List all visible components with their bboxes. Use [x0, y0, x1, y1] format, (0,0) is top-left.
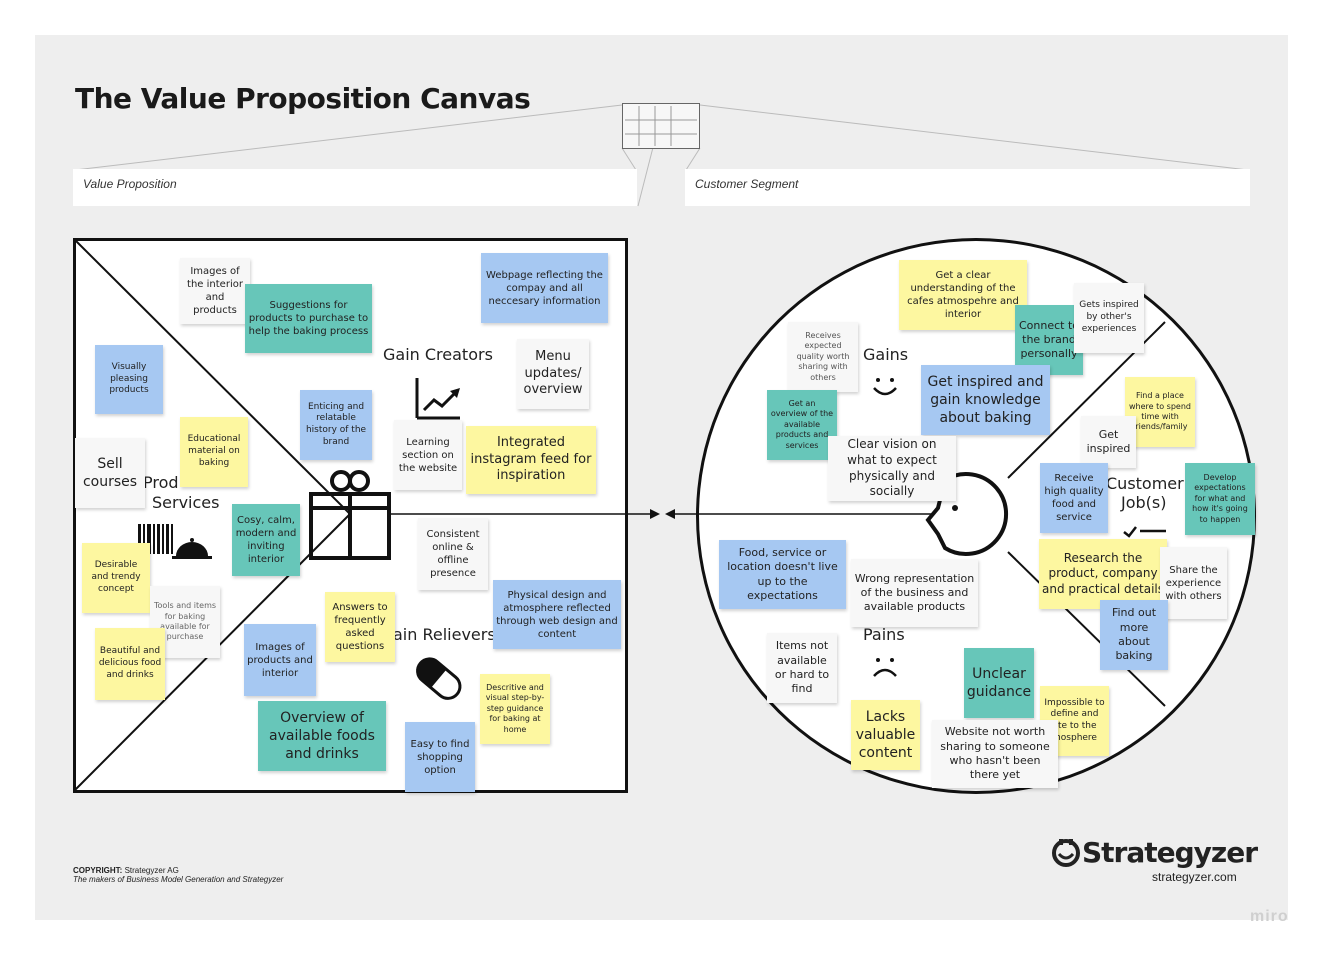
sticky-note[interactable]: Beautiful and delicious food and drinks: [95, 628, 165, 700]
sticky-note[interactable]: Desirable and trendy concept: [82, 543, 150, 613]
sticky-note[interactable]: Suggestions for products to purchase to …: [245, 284, 372, 353]
value-proposition-label: Value Proposition: [83, 177, 177, 191]
sticky-note[interactable]: Easy to find shopping option: [405, 722, 475, 792]
copyright-owner: Strategyzer AG: [124, 866, 179, 875]
sticky-note[interactable]: Visually pleasing products: [95, 345, 163, 414]
sticky-note[interactable]: Get a clear understanding of the cafes a…: [899, 260, 1027, 330]
sticky-note[interactable]: Educational material on baking: [180, 417, 248, 487]
sticky-note[interactable]: Images of the interior and products: [180, 258, 250, 324]
sticky-note[interactable]: Website not worth sharing to someone who…: [932, 720, 1058, 788]
products-services-label-line2: Services: [152, 493, 220, 512]
copyright-tagline: The makers of Business Model Generation …: [73, 875, 284, 884]
sticky-note[interactable]: Sell courses: [75, 438, 145, 508]
sticky-note[interactable]: Wrong representation of the business and…: [851, 559, 978, 627]
sticky-note[interactable]: Share the experience with others: [1160, 547, 1227, 619]
sticky-note[interactable]: Connect to the brand personally: [1015, 305, 1083, 375]
gain-creators-label: Gain Creators: [383, 345, 493, 364]
sticky-note[interactable]: Menu updates/ overview: [517, 339, 589, 409]
customer-segment-label: Customer Segment: [695, 177, 799, 191]
sticky-note[interactable]: Find a place where to spend time with fr…: [1125, 377, 1195, 447]
customer-jobs-label-line2: Job(s): [1121, 493, 1167, 512]
sticky-note[interactable]: Unclear guidance: [964, 648, 1034, 718]
customer-segment-label-box: Customer Segment: [685, 169, 1250, 206]
thumbnail-sketch: [625, 106, 697, 146]
miro-watermark: miro: [1250, 908, 1289, 925]
sticky-note[interactable]: Cosy, calm, modern and inviting interior: [232, 504, 300, 576]
brand-url[interactable]: strategyzer.com: [1152, 870, 1237, 884]
sticky-note[interactable]: Develop expectations for what and how it…: [1185, 463, 1255, 535]
sticky-note[interactable]: Images of products and interior: [244, 624, 316, 696]
sticky-note[interactable]: Receives expected quality worth sharing …: [788, 322, 858, 392]
pains-label: Pains: [863, 625, 905, 644]
sticky-note[interactable]: Answers to frequently asked questions: [325, 592, 395, 662]
sticky-note[interactable]: Overview of available foods and drinks: [258, 701, 386, 771]
sticky-note[interactable]: Find out more about baking: [1100, 600, 1168, 670]
sticky-note[interactable]: Clear vision on what to expect physicall…: [828, 436, 956, 501]
page-title: The Value Proposition Canvas: [75, 82, 531, 115]
sticky-note[interactable]: Learning section on the website: [394, 420, 462, 490]
sticky-note[interactable]: Get an overview of the available product…: [767, 390, 837, 460]
sticky-note[interactable]: Gets inspired by other's experiences: [1074, 283, 1144, 353]
sticky-note[interactable]: Get inspired: [1081, 416, 1136, 468]
sticky-note[interactable]: Consistent online & offline presence: [418, 518, 488, 590]
sticky-note[interactable]: Items not available or hard to find: [767, 633, 837, 703]
brand-name: Strategyzer: [1082, 836, 1258, 869]
gains-label: Gains: [863, 345, 909, 364]
sticky-note[interactable]: Webpage reflecting the compay and all ne…: [481, 253, 608, 323]
customer-jobs-label-line1: Customer: [1106, 474, 1184, 493]
copyright-label: COPYRIGHT:: [73, 866, 123, 875]
sticky-note[interactable]: Enticing and relatable history of the br…: [300, 390, 372, 460]
canvas-thumbnail: [622, 103, 700, 149]
sticky-note[interactable]: Integrated instagram feed for inspiratio…: [466, 426, 596, 494]
sticky-note[interactable]: Food, service or location doesn't live u…: [719, 540, 846, 609]
sticky-note[interactable]: Receive high quality food and service: [1040, 463, 1108, 533]
sticky-note[interactable]: Physical design and atmosphere reflected…: [493, 580, 621, 649]
copyright-notice: COPYRIGHT: Strategyzer AG The makers of …: [73, 866, 283, 884]
sticky-note[interactable]: Research the product, company and practi…: [1039, 539, 1167, 609]
products-services-label-line1: Prod: [143, 473, 179, 492]
value-proposition-label-box: Value Proposition: [73, 169, 637, 206]
sticky-note[interactable]: Lacks valuable content: [851, 700, 920, 770]
sticky-note[interactable]: Get inspired and gain knowledge about ba…: [921, 365, 1050, 435]
pain-relievers-label: ain Relievers: [393, 625, 496, 644]
sticky-note[interactable]: Descritive and visual step-by-step guida…: [480, 674, 550, 744]
